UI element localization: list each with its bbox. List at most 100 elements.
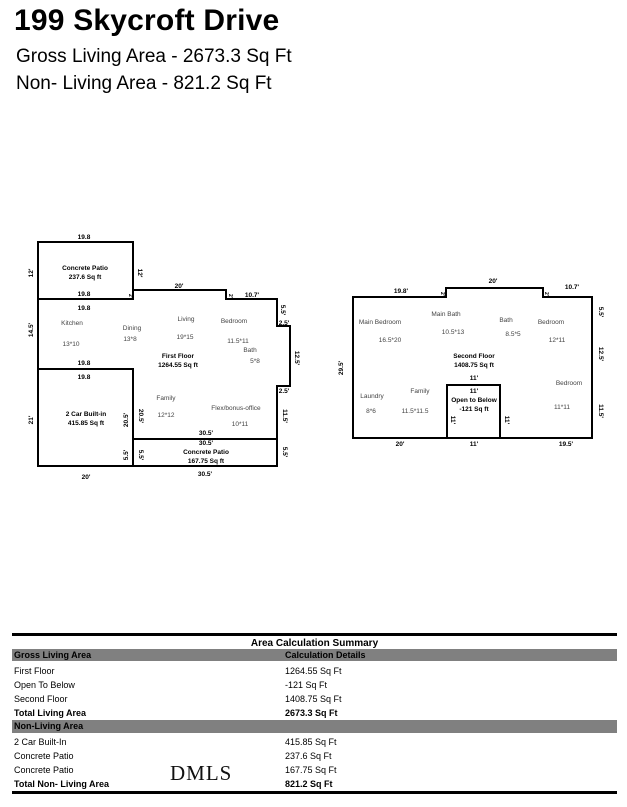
dim: 5.5' <box>137 450 144 461</box>
room-name: Living <box>178 316 195 323</box>
room-size: 11.5*11 <box>227 338 249 345</box>
dim: 11' <box>470 375 479 382</box>
dim: 19.8 <box>78 234 91 241</box>
dim: 2.5' <box>279 320 290 327</box>
dim: 20.5' <box>137 409 144 424</box>
row-label: Second Floor <box>14 694 68 704</box>
room-name: 2 Car Built-in <box>66 411 106 418</box>
table-row: 2 Car Built-In 415.85 Sq Ft <box>12 735 617 749</box>
room-name: Family <box>156 395 176 402</box>
second-floor-outline <box>352 287 593 439</box>
room-name: Concrete Patio <box>62 265 108 272</box>
dim: 2' <box>227 294 233 298</box>
row-label: Open To Below <box>14 680 75 690</box>
room-name: Family <box>410 388 430 395</box>
open-to-below-outline <box>446 384 501 438</box>
dim: 29.5' <box>338 360 345 375</box>
dim: 10.7' <box>245 292 260 299</box>
dim: 11.5' <box>597 404 604 418</box>
table-row: Second Floor 1408.75 Sq Ft <box>12 692 617 706</box>
patio-bottom-outline <box>132 438 278 467</box>
first-floor-walls <box>37 241 291 467</box>
dim: 19.8' <box>394 288 409 295</box>
dim: 20' <box>396 441 405 448</box>
row-value: 167.75 Sq Ft <box>285 765 337 775</box>
dim: 5.5' <box>123 449 130 460</box>
row-value: 415.85 Sq Ft <box>285 737 337 747</box>
dim: 21' <box>28 415 35 424</box>
room-size: 10.5*13 <box>442 329 465 336</box>
row-value: 821.2 Sq Ft <box>285 779 333 789</box>
floor-plans: 19.8 12' 12' Concrete Patio 237.6 Sq ft … <box>28 234 604 481</box>
dim: 2' <box>127 294 133 298</box>
dim: 19.8 <box>78 305 91 312</box>
room-size: 12*11 <box>549 337 566 344</box>
table-row: Open To Below -121 Sq Ft <box>12 678 617 692</box>
dim: 30.5' <box>199 430 214 437</box>
dim: 19.8 <box>78 374 91 381</box>
room-name: Dining <box>123 325 142 332</box>
non-living-area: Non- Living Area - 821.2 Sq Ft <box>16 73 272 94</box>
room-size: 11*11 <box>554 404 570 411</box>
room-name: Open to Below <box>451 397 497 404</box>
room-area: -121 Sq ft <box>459 406 489 413</box>
room-name: Flex/bonus-office <box>211 405 261 412</box>
floor-area: 1264.55 Sq ft <box>158 362 199 369</box>
dim: 12.5' <box>293 351 300 366</box>
room-area: 167.75 Sq ft <box>188 458 225 465</box>
row-label: Total Non- Living Area <box>14 779 110 789</box>
room-size: 10*11 <box>232 421 249 428</box>
room-name: Bedroom <box>221 318 247 325</box>
dim: 2.5' <box>279 388 290 395</box>
gross-header: Gross Living Area Calculation Details <box>12 649 617 661</box>
row-value: -121 Sq Ft <box>285 680 328 690</box>
dim: 30.5' <box>199 440 214 447</box>
dim: 14.5' <box>28 322 35 337</box>
row-value: 1408.75 Sq Ft <box>285 694 342 704</box>
dim: 12' <box>28 268 35 277</box>
row-label: Total Living Area <box>14 708 87 718</box>
floor-area: 1408.75 Sq ft <box>454 362 495 369</box>
room-size: 13*8 <box>123 336 137 343</box>
dmls-watermark-logo: DMLS <box>170 761 233 785</box>
room-size: 12*12 <box>158 412 175 419</box>
dim: 11' <box>503 416 510 425</box>
dim: 12.5' <box>597 347 604 362</box>
table-row: Concrete Patio 167.75 Sq Ft <box>12 763 617 777</box>
dim: 5.5' <box>279 305 286 316</box>
row-label: 2 Car Built-In <box>14 737 67 747</box>
room-name: Main Bath <box>431 311 461 318</box>
dim: 19.8 <box>78 360 91 367</box>
dim: 5.5' <box>597 307 604 318</box>
room-area: 237.6 Sq ft <box>69 274 102 281</box>
room-name: Main Bedroom <box>359 319 401 326</box>
row-label: Concrete Patio <box>14 751 74 761</box>
room-size: 13*10 <box>63 341 80 348</box>
room-size: 5*8 <box>250 358 260 365</box>
page-title: 199 Skycroft Drive <box>14 4 280 37</box>
room-size: 16.5*20 <box>379 337 402 344</box>
dim: 10.7' <box>565 284 580 291</box>
row-value: 2673.3 Sq Ft <box>285 708 338 718</box>
garage-outline <box>37 368 134 467</box>
room-size: 8.5*5 <box>505 331 521 338</box>
room-name: Laundry <box>360 393 384 400</box>
room-name: Kitchen <box>61 320 83 327</box>
dim: 20' <box>82 474 91 481</box>
row-label: First Floor <box>14 666 55 676</box>
dim: 11' <box>470 441 479 448</box>
room-name: Bath <box>499 317 513 324</box>
area-summary-table: Area Calculation Summary Gross Living Ar… <box>12 633 617 794</box>
floor-name: First Floor <box>162 353 195 360</box>
dim: 20' <box>489 278 498 285</box>
dim: 19.5' <box>559 441 574 448</box>
dim: 11' <box>449 416 456 425</box>
room-size: 8*6 <box>366 408 376 415</box>
dim: 2' <box>439 292 445 296</box>
header-details: Calculation Details <box>285 650 366 660</box>
summary-title: Area Calculation Summary <box>250 638 379 649</box>
dim: 11.5' <box>281 409 288 423</box>
room-name: Concrete Patio <box>183 449 229 456</box>
row-label: Concrete Patio <box>14 765 74 775</box>
